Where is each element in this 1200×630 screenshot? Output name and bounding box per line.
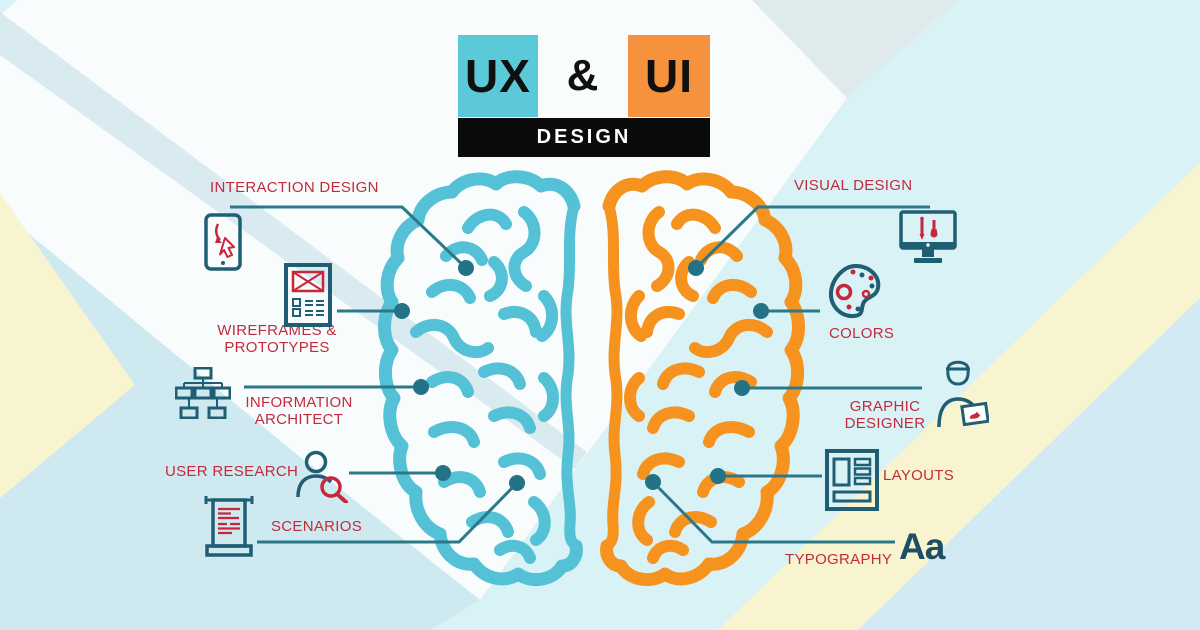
header-ui-text: UI bbox=[645, 50, 693, 102]
connector-visual-design bbox=[694, 205, 930, 270]
label-interaction-design: INTERACTION DESIGN bbox=[210, 179, 379, 196]
header-ux-box: UX bbox=[458, 35, 538, 117]
monitor-design-tools-icon bbox=[899, 210, 957, 263]
header-design-bar: DESIGN bbox=[458, 118, 710, 157]
connector-interaction-design bbox=[230, 205, 468, 270]
connector-typography bbox=[651, 480, 895, 544]
label-visual-design: VISUAL DESIGN bbox=[794, 177, 913, 194]
header-ux-text: UX bbox=[465, 50, 531, 102]
layout-grid-icon bbox=[825, 449, 879, 511]
tablet-touch-icon bbox=[204, 213, 242, 271]
ui-brain-right-half bbox=[600, 170, 805, 587]
designer-person-icon bbox=[937, 360, 989, 428]
wireframe-document-icon bbox=[284, 263, 332, 327]
header-ui-box: UI bbox=[628, 35, 710, 117]
label-user-research: USER RESEARCH bbox=[165, 463, 299, 480]
typography-aa-icon: Aa bbox=[899, 526, 945, 567]
palette-icon bbox=[828, 264, 881, 319]
sitemap-icon bbox=[175, 367, 231, 419]
label-information-architect: INFORMATION ARCHITECT bbox=[245, 394, 353, 428]
label-layouts: LAYOUTS bbox=[883, 467, 955, 484]
person-magnifier-icon bbox=[296, 450, 348, 503]
label-scenarios: SCENARIOS bbox=[271, 518, 363, 535]
connector-scenarios bbox=[257, 481, 519, 544]
connector-dots bbox=[394, 260, 769, 491]
header-logo: UX & UI DESIGN bbox=[458, 35, 710, 192]
label-graphic-designer: GRAPHIC DESIGNER bbox=[844, 398, 926, 432]
label-typography: TYPOGRAPHY bbox=[785, 551, 893, 568]
label-colors: COLORS bbox=[829, 325, 895, 342]
header-ampersand: & bbox=[566, 51, 600, 100]
connector-lines bbox=[230, 205, 930, 544]
scroll-icon bbox=[204, 496, 254, 557]
